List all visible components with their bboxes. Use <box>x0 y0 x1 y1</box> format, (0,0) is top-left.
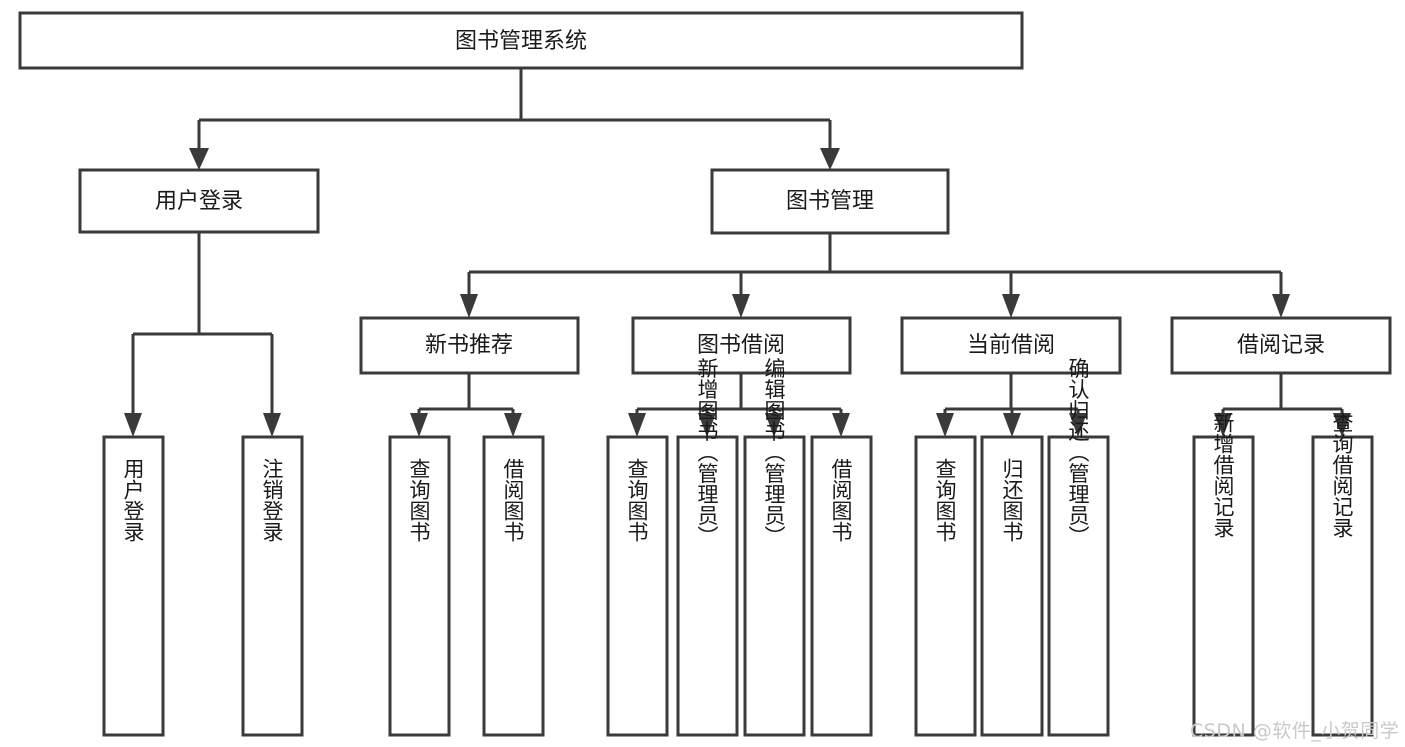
arrow-head-book-manage <box>820 148 840 170</box>
arrow-head-leaf-borrow-book-2 <box>832 413 850 437</box>
leaf-query-book-2-label: 查询图书 <box>625 458 649 542</box>
leaf-node-add-book[interactable]: 新增图书（管理员） <box>676 358 739 737</box>
node-current-borrow-label: 当前借阅 <box>967 333 1055 358</box>
leaf-query-book-3-box[interactable] <box>914 435 977 737</box>
leaf-borrow-book-1-label: 借阅图书 <box>501 458 525 542</box>
node-user-login-label: 用户登录 <box>155 189 243 214</box>
arrow-head-leaf-query-book-1 <box>410 413 428 437</box>
node-book-borrow[interactable]: 图书借阅 <box>631 316 852 375</box>
leaf-node-borrow-book-1[interactable]: 借阅图书 <box>482 435 545 737</box>
arrow-head-leaf-add-book <box>698 413 716 437</box>
leaf-query-book-3-label: 查询图书 <box>933 458 957 542</box>
leaf-add-record-label: 新增借阅记录 <box>1211 412 1235 538</box>
node-new-book-recommend-label: 新书推荐 <box>425 333 513 358</box>
leaf-query-book-1-box[interactable] <box>388 435 451 737</box>
leaf-add-record-box[interactable] <box>1192 435 1255 737</box>
arrow-head-leaf-return-book <box>1003 413 1021 437</box>
leaf-node-add-record[interactable]: 新增借阅记录 <box>1192 412 1255 737</box>
node-borrow-record-box[interactable] <box>1170 316 1392 375</box>
node-book-borrow-label: 图书借阅 <box>697 333 785 358</box>
node-current-borrow-box[interactable] <box>900 316 1122 375</box>
node-borrow-record[interactable]: 借阅记录 <box>1170 316 1392 375</box>
arrow-head-new-book-recommend <box>460 294 478 318</box>
node-root-box[interactable] <box>18 11 1024 70</box>
leaf-node-confirm-return[interactable]: 确认归还（管理员） <box>1047 358 1110 737</box>
node-user-login[interactable]: 用户登录 <box>78 168 320 234</box>
leaf-user-logout-label: 注销登录 <box>260 458 284 542</box>
leaf-confirm-return-label: 确认归还（管理员） <box>1066 358 1090 547</box>
arrow-head-user-login <box>189 148 209 170</box>
leaf-edit-book-label: 编辑图书（管理员） <box>762 358 786 547</box>
leaf-edit-book-box[interactable] <box>743 435 806 737</box>
node-book-manage[interactable]: 图书管理 <box>710 168 950 235</box>
connector-layer <box>124 68 1351 437</box>
arrow-head-leaf-edit-book <box>765 413 783 437</box>
node-current-borrow[interactable]: 当前借阅 <box>900 316 1122 375</box>
leaf-query-book-1-label: 查询图书 <box>407 458 431 542</box>
arrow-head-leaf-query-record <box>1333 413 1351 437</box>
leaf-borrow-book-2-label: 借阅图书 <box>829 458 853 542</box>
leaf-node-query-book-3[interactable]: 查询图书 <box>914 435 977 737</box>
arrow-head-book-borrow <box>732 294 750 318</box>
leaf-query-book-2-box[interactable] <box>606 435 669 737</box>
arrow-head-leaf-confirm-return <box>1069 413 1087 437</box>
leaf-layer: 用户登录 注销登录 查询图书 借阅图书 查询图书 新增图书（管理员） <box>102 358 1374 737</box>
leaf-user-login-label: 用户登录 <box>121 458 145 542</box>
arrow-head-leaf-query-book-2 <box>628 413 646 437</box>
leaf-node-query-book-2[interactable]: 查询图书 <box>606 435 669 737</box>
arrow-head-current-borrow <box>1002 294 1020 318</box>
leaf-node-query-book-1[interactable]: 查询图书 <box>388 435 451 737</box>
leaf-borrow-book-1-box[interactable] <box>482 435 545 737</box>
arrow-head-leaf-query-book-3 <box>936 413 954 437</box>
node-new-book-recommend[interactable]: 新书推荐 <box>359 316 580 375</box>
leaf-node-edit-book[interactable]: 编辑图书（管理员） <box>743 358 806 737</box>
node-new-book-recommend-box[interactable] <box>359 316 580 375</box>
leaf-query-record-label: 查询借阅记录 <box>1330 412 1354 538</box>
leaf-node-user-login[interactable]: 用户登录 <box>102 435 165 737</box>
leaf-confirm-return-box[interactable] <box>1047 435 1110 737</box>
node-user-login-box[interactable] <box>78 168 320 234</box>
arrow-head-leaf-borrow-book-1 <box>504 413 522 437</box>
arrow-head-leaf-user-login <box>124 413 142 437</box>
leaf-query-record-box[interactable] <box>1311 435 1374 737</box>
leaf-user-logout-box[interactable] <box>241 435 304 737</box>
leaf-add-book-label: 新增图书（管理员） <box>695 358 719 547</box>
node-borrow-record-label: 借阅记录 <box>1237 333 1325 358</box>
node-root[interactable]: 图书管理系统 <box>18 11 1024 70</box>
arrow-head-leaf-user-logout <box>263 413 281 437</box>
arrow-head-leaf-add-record <box>1214 413 1232 437</box>
node-book-manage-box[interactable] <box>710 168 950 235</box>
leaf-add-book-box[interactable] <box>676 435 739 737</box>
leaf-return-book-box[interactable] <box>980 435 1044 737</box>
node-book-borrow-box[interactable] <box>631 316 852 375</box>
leaf-node-return-book[interactable]: 归还图书 <box>980 435 1044 737</box>
leaf-node-user-logout[interactable]: 注销登录 <box>241 435 304 737</box>
leaf-return-book-label: 归还图书 <box>1000 458 1024 542</box>
leaf-user-login-box[interactable] <box>102 435 165 737</box>
node-book-manage-label: 图书管理 <box>786 189 874 214</box>
leaf-node-borrow-book-2[interactable]: 借阅图书 <box>810 435 873 737</box>
node-root-label: 图书管理系统 <box>455 29 587 54</box>
arrow-head-borrow-record <box>1272 294 1290 318</box>
leaf-borrow-book-2-box[interactable] <box>810 435 873 737</box>
leaf-node-query-record[interactable]: 查询借阅记录 <box>1311 412 1374 737</box>
